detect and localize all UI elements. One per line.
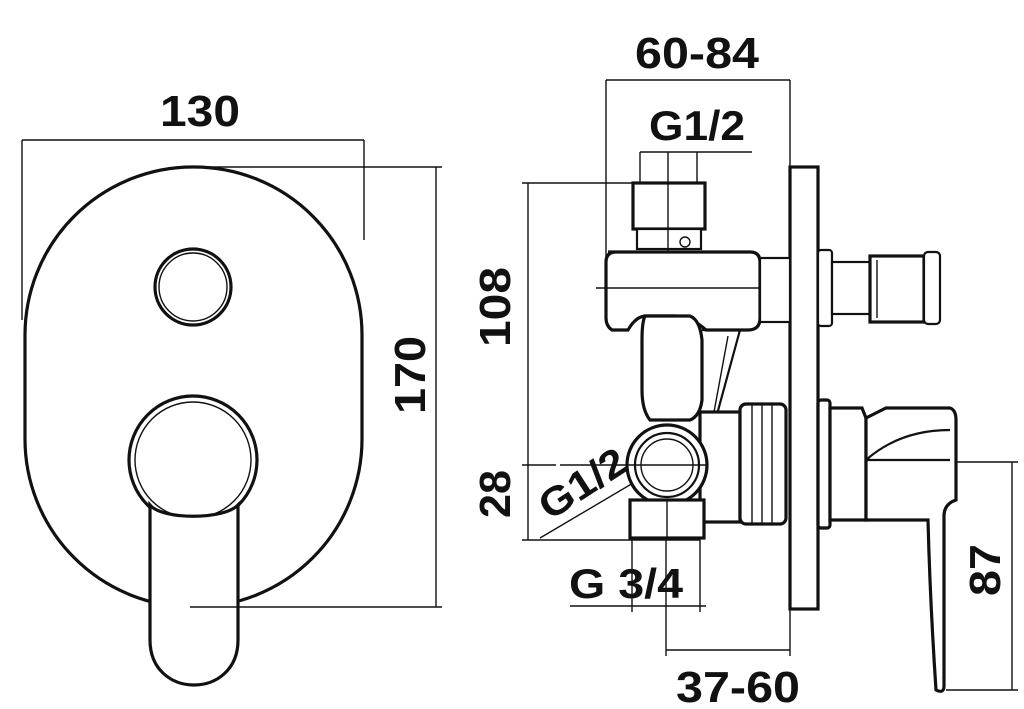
top-inlet-fitting	[631, 152, 707, 252]
dim-label-37-60: 37-60	[676, 663, 800, 709]
front-view: 130 170	[21, 87, 442, 687]
dim-label-130: 130	[160, 87, 240, 136]
lower-body	[698, 402, 788, 526]
dim-label-170: 170	[386, 336, 435, 414]
side-lever	[816, 398, 958, 693]
dimension-width-130: 130	[21, 87, 365, 320]
diverter-knob	[153, 247, 233, 327]
bottom-outlet	[628, 498, 706, 540]
dimension-outlet: G 3/4	[569, 530, 706, 612]
dim-label-108: 108	[471, 267, 520, 347]
dimension-lever-87: 87	[946, 461, 1018, 691]
body-stem	[640, 314, 742, 422]
dimension-height-108: 108	[471, 182, 640, 540]
lever-handle	[148, 500, 240, 687]
dim-label-g12-top: G1/2	[649, 102, 745, 149]
side-view: 60-84 G1/2 108 28 G1/2	[471, 29, 1018, 709]
diverter-spindle	[816, 248, 942, 328]
upper-body	[596, 250, 792, 332]
dim-label-28: 28	[471, 470, 520, 518]
dimension-inlet-top: G1/2	[639, 102, 752, 186]
dim-label-g12-side: G1/2	[531, 440, 635, 529]
dim-label-60-84: 60-84	[635, 29, 760, 78]
dimension-depth-60-84: 60-84	[605, 29, 791, 320]
dimension-depth-37-60: 37-60	[665, 530, 800, 709]
dim-label-87: 87	[961, 544, 1010, 596]
dim-label-g34: G 3/4	[569, 560, 684, 607]
dimension-height-170: 170	[200, 166, 442, 608]
dimension-height-28: 28	[471, 464, 700, 541]
wall-plate	[788, 165, 820, 611]
